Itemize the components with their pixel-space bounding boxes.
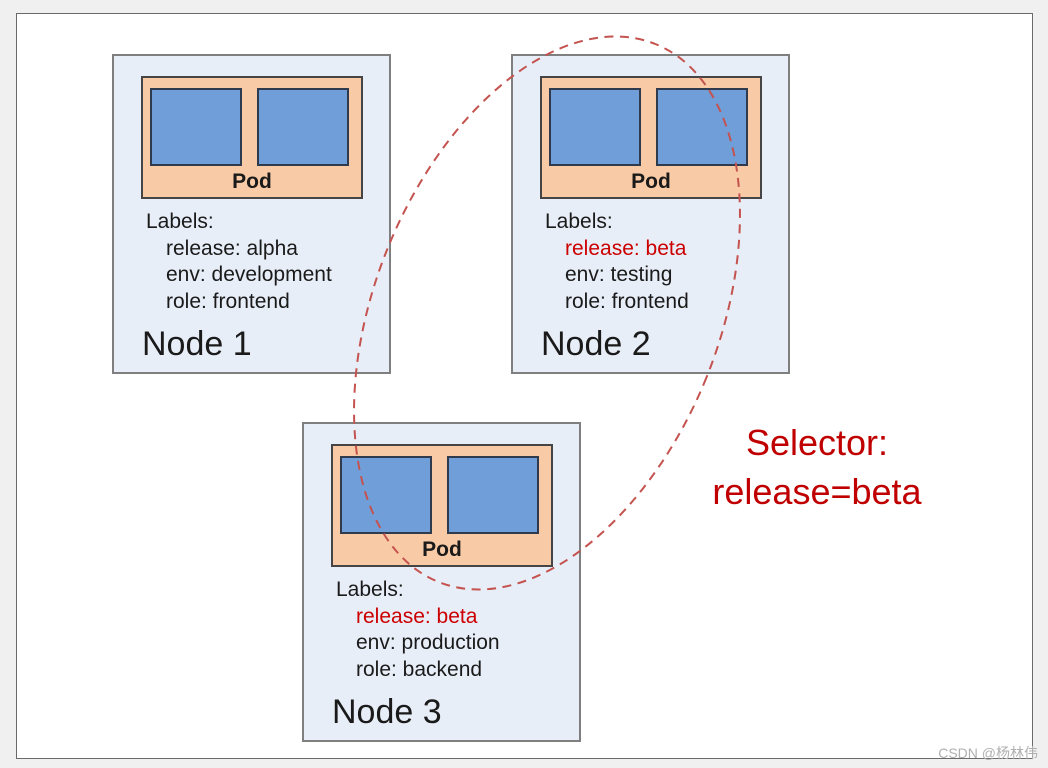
watermark: CSDN @杨林伟 [938,745,1038,761]
node-1: Pod Labels: release: alpha env: developm… [112,54,391,374]
labels-heading: Labels: [336,578,404,601]
labels-heading: Labels: [146,210,214,233]
node-3: Pod Labels: release: beta env: productio… [302,422,581,742]
label-role: role: frontend [565,289,689,313]
node-1-pod: Pod [141,76,363,199]
selector-caption: Selector: release=beta [677,418,957,516]
container-box [447,456,539,534]
labels-heading: Labels: [545,210,613,233]
node-title: Node 1 [142,325,252,363]
node-3-containers [333,446,551,534]
container-box [549,88,641,166]
node-2-containers [542,78,760,166]
label-release: release: alpha [166,236,298,260]
label-release: release: beta [356,604,478,628]
node-2-labels: Labels: release: beta env: testing role:… [545,209,689,315]
node-3-pod: Pod [331,444,553,567]
container-box [257,88,349,166]
label-env: env: testing [565,263,673,286]
pod-label: Pod [232,170,272,193]
container-box [340,456,432,534]
pod-label: Pod [422,538,462,561]
node-2: Pod Labels: release: beta env: testing r… [511,54,790,374]
diagram-canvas: Pod Labels: release: alpha env: developm… [16,13,1033,759]
node-2-pod: Pod [540,76,762,199]
label-env: env: production [356,631,500,654]
node-3-labels: Labels: release: beta env: production ro… [336,577,500,683]
label-role: role: frontend [166,289,290,313]
node-1-labels: Labels: release: alpha env: development … [146,209,332,315]
selector-caption-line2: release=beta [712,471,922,512]
label-role: role: backend [356,657,483,681]
pod-label: Pod [631,170,671,193]
label-env: env: development [166,263,332,286]
node-1-containers [143,78,361,166]
label-release: release: beta [565,236,687,260]
node-title: Node 2 [541,325,651,363]
container-box [656,88,748,166]
node-title: Node 3 [332,693,442,731]
container-box [150,88,242,166]
selector-caption-line1: Selector: [745,422,889,463]
